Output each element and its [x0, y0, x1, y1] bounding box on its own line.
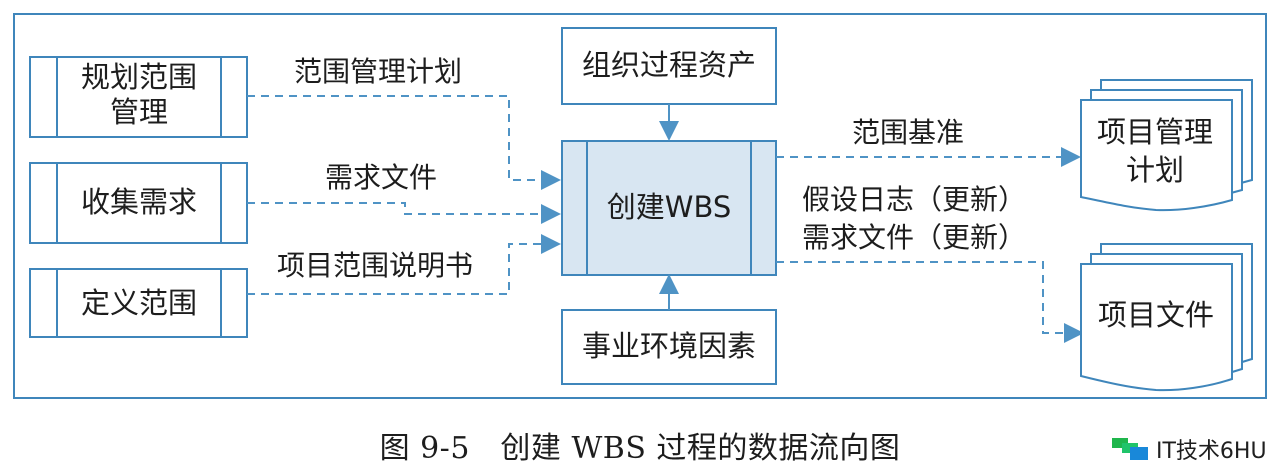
edge-label-requirements-documentation: 需求文件	[325, 161, 437, 194]
bottom-input-box	[561, 309, 777, 385]
edge-label-assumption-log-update: 假设日志（更新）	[802, 183, 1026, 216]
input-plan-scope-label-line-2: 管理	[110, 95, 168, 129]
output-project-plan-node: 项目管理 计划	[1080, 79, 1253, 212]
diagram-frame	[13, 13, 1267, 399]
output-project-plan-label-line-1: 项目管理	[1097, 115, 1213, 149]
bottom-input-node: 事业环境因素	[561, 309, 777, 385]
input-plan-scope-box	[29, 56, 248, 138]
edge-label-requirements-update: 需求文件（更新）	[802, 221, 1026, 254]
requirements-documentation-flow	[247, 202, 561, 224]
output-project-documents-label: 项目文件	[1098, 298, 1214, 332]
project-scope-statement-flow	[247, 234, 561, 295]
input-define-scope-node: 定义范围	[29, 268, 248, 338]
edge-label-project-scope-statement: 项目范围说明书	[277, 249, 473, 282]
watermark-text: IT技术6HU	[1156, 439, 1267, 464]
output-project-documents-front-page	[1080, 263, 1233, 392]
watermark-logo-icon	[1112, 438, 1148, 460]
output-project-plan-front-page	[1080, 99, 1233, 212]
top-input-node: 组织过程资产	[561, 27, 777, 105]
edge-label-scope-baseline: 范围基准	[852, 116, 964, 149]
input-define-scope-label: 定义范围	[81, 286, 197, 320]
output-project-plan-label-line-2: 计划	[1126, 153, 1184, 187]
input-collect-requirements-node: 收集需求	[29, 162, 248, 244]
center-process-node: 创建WBS	[561, 140, 777, 276]
input-plan-scope-label-line-1: 规划范围	[81, 60, 197, 94]
figure-caption: 图 9-5 创建 WBS 过程的数据流向图	[379, 431, 901, 466]
top-input-label: 组织过程资产	[582, 48, 756, 82]
input-plan-scope-node: 规划范围 管理	[29, 56, 248, 138]
project-documents-flow	[776, 261, 1084, 343]
input-collect-requirements-label: 收集需求	[81, 185, 197, 219]
center-process-label: 创建WBS	[607, 190, 731, 224]
edge-label-scope-management-plan: 范围管理计划	[294, 55, 462, 88]
output-project-documents-node: 项目文件	[1080, 243, 1253, 392]
watermark: IT技术6HU	[1112, 433, 1267, 465]
scope-management-plan-flow	[247, 95, 561, 190]
input-define-scope-box	[29, 268, 248, 338]
bottom-input-label: 事业环境因素	[582, 329, 756, 363]
